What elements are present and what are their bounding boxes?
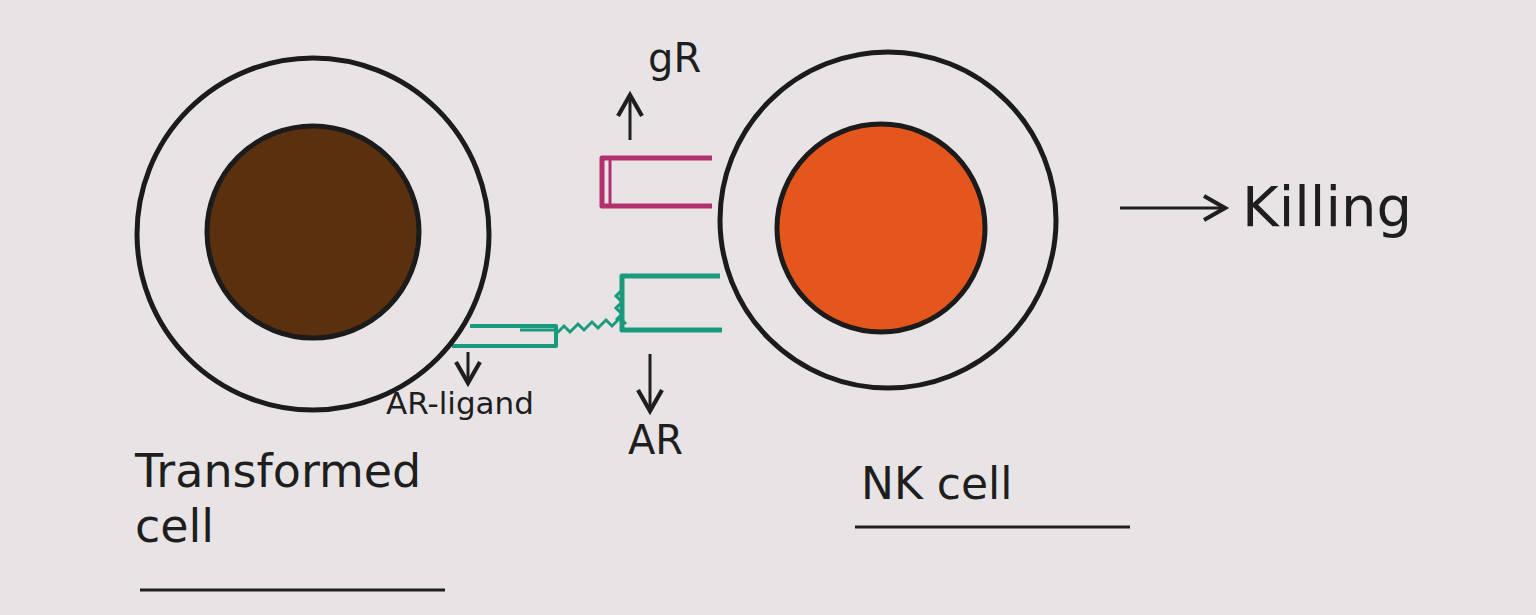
nucleus	[207, 126, 419, 338]
gr-pointer	[629, 98, 632, 140]
underline	[855, 526, 1130, 529]
killing-arrow	[1120, 207, 1222, 210]
nucleus	[777, 124, 985, 332]
cell-label: NK cell	[861, 458, 1161, 511]
cell-outline	[716, 48, 1060, 392]
gr-receptor	[602, 158, 712, 206]
nk-cell: NK cell	[716, 48, 1060, 392]
receptor-name: AR	[628, 418, 683, 462]
ar-pointer	[649, 354, 652, 408]
transformed-cell: Transformed cell	[133, 54, 493, 414]
binding-zigzag	[556, 318, 626, 334]
gr-receptor-edge	[609, 160, 612, 204]
cell-outline	[133, 54, 493, 414]
cell-label: Transformed cell	[135, 444, 515, 554]
ligand-name: AR-ligand	[386, 386, 534, 420]
underline	[140, 589, 445, 592]
receptor-name: gR	[648, 36, 701, 80]
ar-ligand-shape	[452, 326, 556, 346]
cell-membrane	[137, 58, 489, 410]
outcome-label: Killing	[1242, 176, 1412, 238]
ar-receptor-coil	[616, 290, 622, 320]
ligand-pointer	[467, 352, 470, 380]
cell-membrane	[720, 52, 1056, 388]
ar-receptor	[622, 276, 722, 330]
ar-ligand-inner	[520, 329, 556, 332]
